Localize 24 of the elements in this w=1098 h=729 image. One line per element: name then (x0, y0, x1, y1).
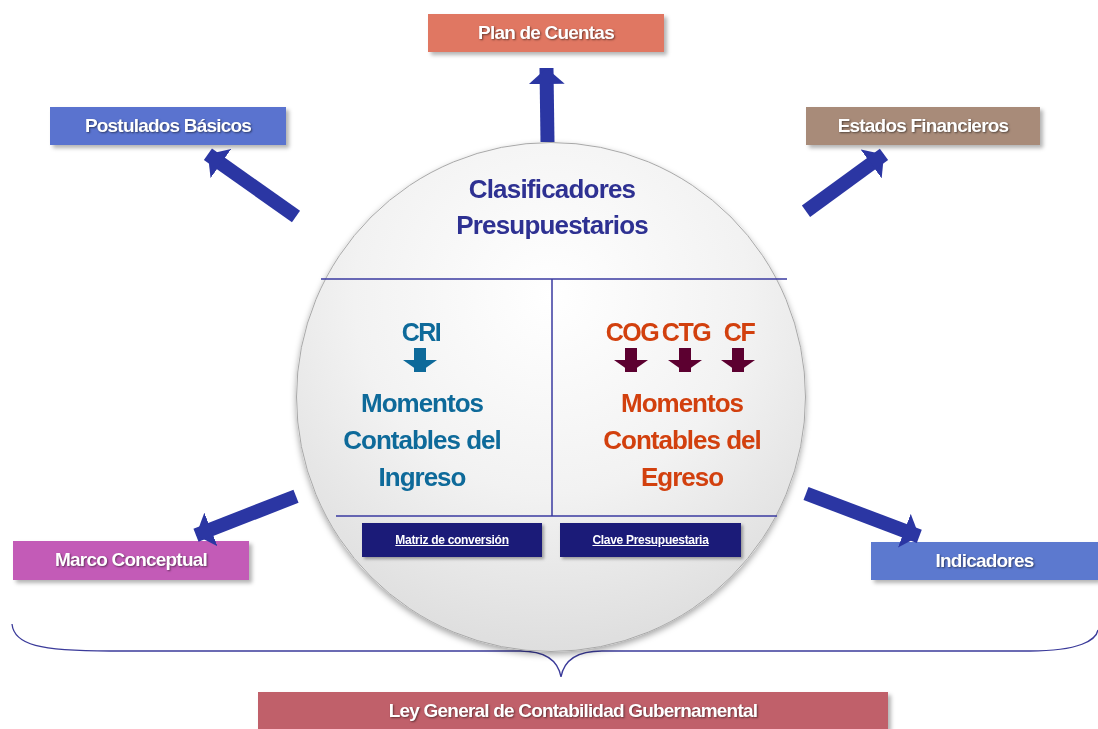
topic-box: Indicadores (871, 542, 1098, 580)
topic-box: Ley General de Contabilidad Gubernamental (258, 692, 888, 729)
link-button: Matriz de conversión (362, 523, 542, 557)
code-label: CRI (386, 315, 456, 349)
block-arrow (403, 348, 437, 372)
block-arrow (803, 486, 922, 548)
block-arrow (614, 348, 648, 372)
stage-label: Momentos Contables del Egreso (577, 385, 787, 497)
topic-box: Estados Financieros (806, 107, 1040, 145)
block-arrow (668, 348, 702, 372)
topic-box: Plan de Cuentas (428, 14, 664, 52)
topic-box: Postulados Básicos (50, 107, 286, 145)
link-button: Clave Presupuestaria (560, 523, 741, 557)
stage-label: Momentos Contables del Ingreso (317, 385, 527, 497)
topic-box: Marco Conceptual (13, 541, 249, 580)
code-label: COG (602, 315, 662, 349)
code-label: CF (717, 315, 761, 349)
circle-heading: Clasificadores Presupuestarios (455, 173, 649, 242)
block-arrow (801, 148, 889, 217)
code-label: CTG (661, 315, 711, 349)
block-arrow (203, 148, 301, 223)
block-arrow (721, 348, 755, 372)
block-arrow (193, 489, 299, 547)
block-arrow (528, 67, 565, 143)
